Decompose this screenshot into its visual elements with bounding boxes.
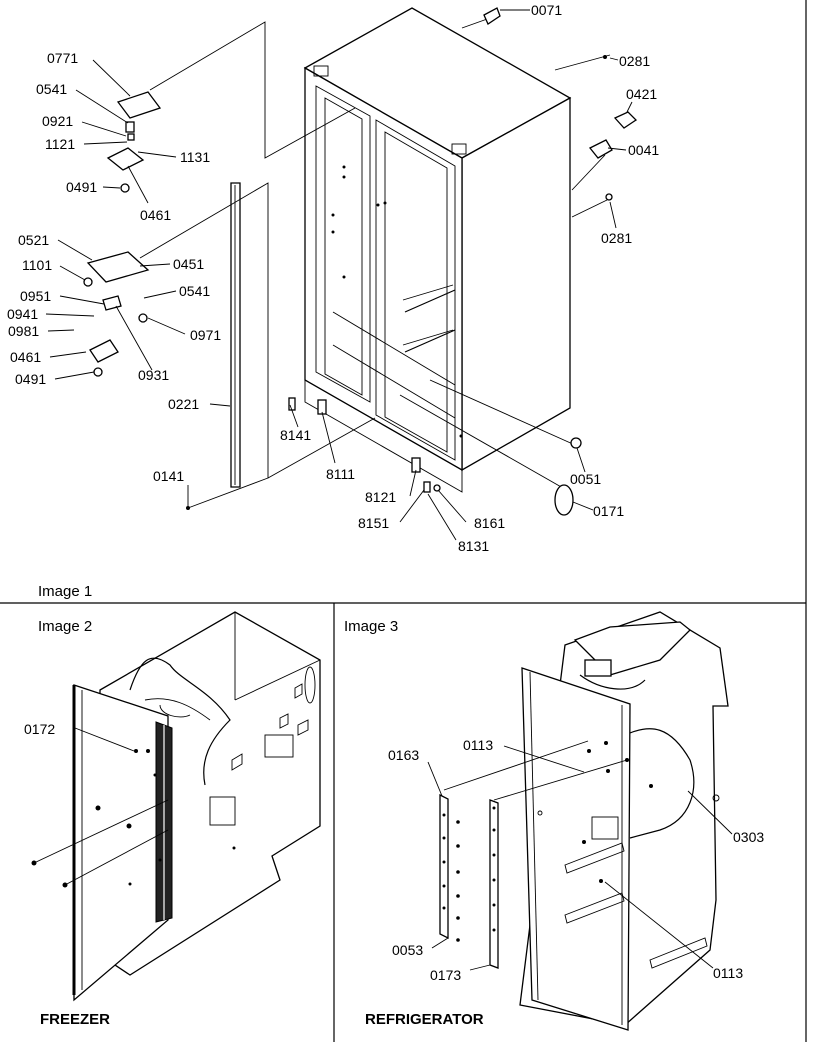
image2-callouts: 0172: [24, 721, 55, 737]
callout-0071: 0071: [531, 2, 562, 18]
callout-0971: 0971: [190, 327, 221, 343]
callout-1101: 1101: [22, 257, 52, 273]
callout-8121: 8121: [365, 489, 396, 505]
callout-0931: 0931: [138, 367, 169, 383]
cabinet-drawing: [83, 7, 638, 516]
callout-0221: 0221: [168, 396, 199, 412]
callout-0951: 0951: [20, 288, 51, 304]
callout-0281-top: 0281: [619, 53, 650, 69]
callout-0421: 0421: [626, 86, 657, 102]
image1-leaders: [45, 9, 633, 541]
panel-captions: Image 1 Image 2 Image 3 FREEZER REFRIGER…: [38, 583, 484, 1028]
callout-0281-bottom: 0281: [601, 230, 632, 246]
callout-8131: 8131: [458, 538, 489, 554]
callout-8111: 8111: [326, 466, 355, 482]
image1-caption: Image 1: [38, 583, 92, 600]
callout-8161: 8161: [474, 515, 505, 531]
callout-0491-top: 0491: [66, 179, 97, 195]
callout-0141: 0141: [153, 468, 184, 484]
callout-0981: 0981: [8, 323, 39, 339]
callout-0541-top: 0541: [36, 81, 67, 97]
callout-0173: 0173: [430, 967, 461, 983]
callout-0041: 0041: [628, 142, 659, 158]
callout-0053: 0053: [392, 942, 423, 958]
callout-0461-top: 0461: [140, 207, 171, 223]
callout-0303: 0303: [733, 829, 764, 845]
callout-8151: 8151: [358, 515, 389, 531]
callout-0921: 0921: [42, 113, 73, 129]
image3-callouts: 0163 0113 0303 0053 0173 0113: [388, 737, 764, 983]
callout-0451: 0451: [173, 256, 204, 272]
callout-0521: 0521: [18, 232, 49, 248]
callout-0771: 0771: [47, 50, 78, 66]
refrigerator-label: REFRIGERATOR: [365, 1011, 484, 1028]
freezer-label: FREEZER: [40, 1011, 110, 1028]
refrigerator-drawing: [439, 611, 729, 1031]
callout-0113-bottom: 0113: [713, 965, 743, 981]
callout-0941: 0941: [7, 306, 38, 322]
callout-0171: 0171: [593, 503, 624, 519]
callout-0172: 0172: [24, 721, 55, 737]
callout-0051: 0051: [570, 471, 601, 487]
image2-caption: Image 2: [38, 618, 92, 635]
callout-0491-bottom: 0491: [15, 371, 46, 387]
callout-0163: 0163: [388, 747, 419, 763]
freezer-drawing: [31, 611, 321, 1002]
image3-caption: Image 3: [344, 618, 398, 635]
image1-callouts: 0071 0281 0421 0041 0281 0771 0541 0921 …: [7, 2, 659, 554]
callout-0113-top: 0113: [463, 737, 493, 753]
callout-1121: 1121: [45, 136, 75, 152]
callout-0461-bottom: 0461: [10, 349, 41, 365]
image3-leaders: [427, 745, 733, 971]
callout-0541-mid: 0541: [179, 283, 210, 299]
callout-1131: 1131: [180, 149, 210, 165]
callout-8141: 8141: [280, 427, 311, 443]
